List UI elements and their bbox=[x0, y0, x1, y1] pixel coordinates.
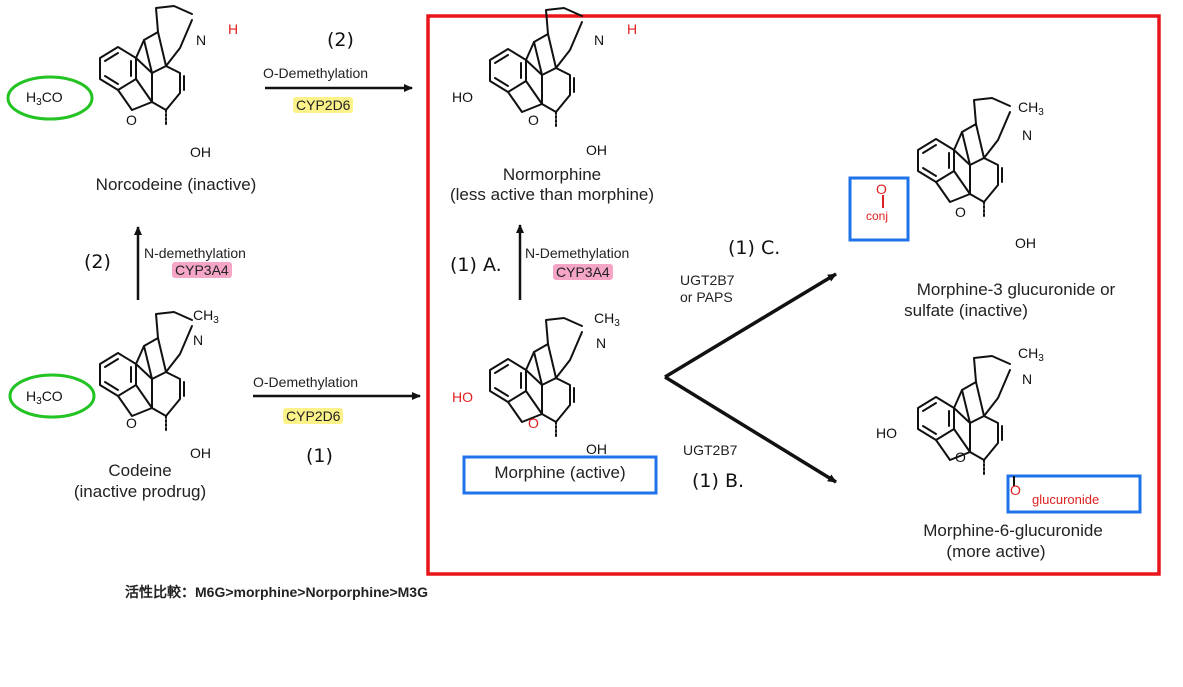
ch3-c: CH bbox=[1018, 99, 1039, 115]
ho-label-normorphine: HO bbox=[452, 89, 473, 105]
codeine-structure bbox=[99, 311, 193, 433]
step-label-left-up: (2) bbox=[84, 251, 111, 273]
m3g-name-line1: Morphine-3 glucuronide or bbox=[916, 280, 1116, 299]
normorphine-structure bbox=[489, 7, 583, 129]
reaction-type-left-up: N-demethylation bbox=[144, 245, 246, 261]
o-conj-label: O bbox=[876, 181, 887, 197]
reaction-type-bottom-right: O-Demethylation bbox=[253, 374, 359, 390]
ch3-sub: 3 bbox=[1038, 107, 1044, 118]
codeine-name-line2: (inactive prodrug) bbox=[73, 482, 207, 501]
enzyme-highlight: CYP2D6 bbox=[293, 97, 354, 113]
oh-label-m3g: OH bbox=[1015, 235, 1036, 251]
ch3-label-m6g: CH3 bbox=[1018, 345, 1044, 364]
enzyme-highlight: CYP2D6 bbox=[283, 408, 344, 424]
activity-comparison-note: 活性比較：M6G>morphine>Norporphine>M3G bbox=[125, 584, 428, 600]
reaction-type-middle-up: N-Demethylation bbox=[525, 245, 630, 261]
m6g-name-line2: (more active) bbox=[946, 542, 1046, 561]
ch3-label-m3g: CH3 bbox=[1018, 99, 1044, 118]
reaction-type-top-right: O-Demethylation bbox=[263, 65, 369, 81]
o-label-m3g: O bbox=[955, 204, 966, 220]
methoxy-h: H bbox=[26, 89, 37, 105]
o-label-codeine: O bbox=[126, 415, 137, 431]
methoxy-rest: CO bbox=[41, 388, 63, 404]
nh-label-normorphine: H bbox=[627, 21, 638, 37]
codeine-name-line1: Codeine bbox=[108, 461, 172, 480]
normorphine-name-line2: (less active than morphine) bbox=[449, 185, 655, 204]
glucuronide-label: glucuronide bbox=[1032, 492, 1100, 507]
morphine-name: Morphine (active) bbox=[494, 463, 626, 482]
methoxy-sub: 3 bbox=[36, 396, 42, 407]
ch3-c: CH bbox=[1018, 345, 1039, 361]
o-label-norcodeine: O bbox=[126, 112, 137, 128]
enzyme-left-up: CYP3A4 bbox=[172, 262, 232, 278]
step-label-to-m3g: (1) C. bbox=[728, 237, 781, 259]
n-label-m3g: N bbox=[1022, 127, 1033, 143]
ch3-c: CH bbox=[193, 307, 214, 323]
methoxy-h: H bbox=[26, 388, 37, 404]
step-label-bottom-right: (1) bbox=[306, 445, 333, 467]
arrow-morphine-to-m3g bbox=[664, 272, 837, 379]
m6g-name-line1: Morphine-6-glucuronide bbox=[923, 521, 1103, 540]
o-label-m6g: O bbox=[955, 449, 966, 465]
enzyme-top-right: CYP2D6 bbox=[293, 97, 354, 113]
methoxy-label-codeine: H3CO bbox=[26, 388, 63, 407]
ch3-label-codeine: CH3 bbox=[193, 307, 219, 326]
n-label-morphine: N bbox=[596, 335, 607, 351]
n-label-normorphine: N bbox=[594, 32, 605, 48]
enzyme-middle-up: CYP3A4 bbox=[553, 264, 613, 280]
oh-label-normorphine: OH bbox=[586, 142, 607, 158]
nh-label-norcodeine: H bbox=[228, 21, 239, 37]
normorphine-name-line1: Normorphine bbox=[502, 165, 602, 184]
enzyme-bottom-right: CYP2D6 bbox=[283, 408, 344, 424]
enzyme-highlight: CYP3A4 bbox=[553, 264, 613, 280]
enzyme-to-m3g-line1: UGT2B7 bbox=[680, 272, 735, 288]
o-glucuronide-label: O bbox=[1010, 482, 1021, 498]
morphine-name-box bbox=[462, 455, 658, 495]
ch3-c: CH bbox=[594, 310, 615, 326]
enzyme-highlight: CYP3A4 bbox=[172, 262, 232, 278]
m3g-structure bbox=[917, 97, 1011, 219]
oh-label-morphine: OH bbox=[586, 441, 607, 457]
glucuronide-box bbox=[1006, 474, 1142, 514]
norcodeine-structure bbox=[99, 5, 193, 127]
o-label-morphine: O bbox=[528, 415, 539, 431]
morphine-pathway-frame bbox=[426, 14, 1161, 576]
enzyme-to-m6g: UGT2B7 bbox=[683, 442, 738, 458]
step-label-to-m6g: (1) B. bbox=[692, 470, 745, 492]
ch3-sub: 3 bbox=[1038, 353, 1044, 364]
step-label-top-right: (2) bbox=[327, 29, 354, 51]
oh-label-norcodeine: OH bbox=[190, 144, 211, 160]
methoxy-circle-norcodeine bbox=[6, 75, 94, 121]
ho-label-morphine: HO bbox=[452, 389, 473, 405]
n-label-codeine: N bbox=[193, 332, 204, 348]
o-label-normorphine: O bbox=[528, 112, 539, 128]
arrow-morphine-to-m6g bbox=[664, 375, 837, 484]
n-label-norcodeine: N bbox=[196, 32, 207, 48]
methoxy-circle-codeine bbox=[8, 373, 96, 419]
enzyme-to-m3g-line2: or PAPS bbox=[680, 289, 733, 305]
conj-label: conj bbox=[866, 209, 889, 223]
m3g-name-line2: sulfate (inactive) bbox=[904, 301, 1028, 320]
norcodeine-name: Norcodeine (inactive) bbox=[95, 175, 257, 194]
methoxy-sub: 3 bbox=[36, 97, 42, 108]
n-label-m6g: N bbox=[1022, 371, 1033, 387]
oh-label-codeine: OH bbox=[190, 445, 211, 461]
step-label-middle-up: (1) A. bbox=[450, 254, 502, 276]
ch3-sub: 3 bbox=[213, 315, 219, 326]
ch3-label-morphine: CH3 bbox=[594, 310, 620, 329]
methoxy-rest: CO bbox=[41, 89, 63, 105]
methoxy-label-norcodeine: H3CO bbox=[26, 89, 63, 108]
conj-box bbox=[848, 176, 910, 242]
ch3-sub: 3 bbox=[614, 318, 620, 329]
ho-label-m6g: HO bbox=[876, 425, 897, 441]
